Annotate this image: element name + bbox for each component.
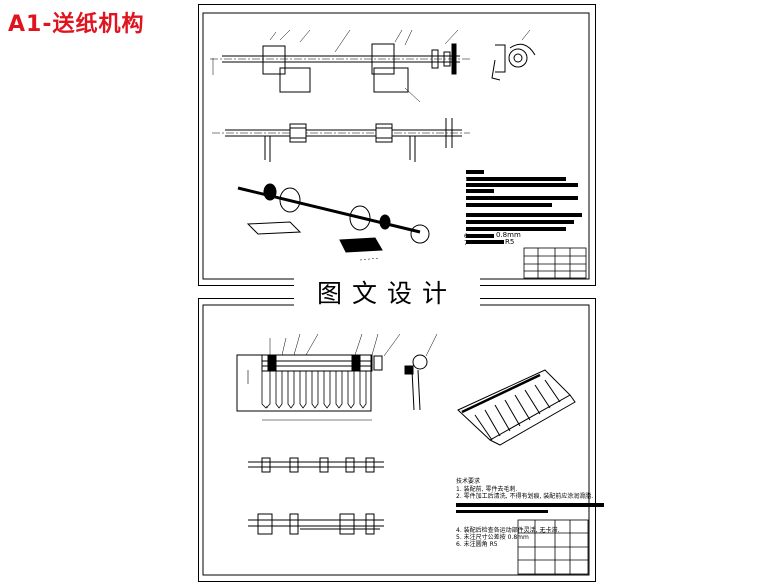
- bottom-notes-redaction: [456, 503, 604, 513]
- top-note-value-b: R5: [505, 238, 515, 246]
- bottom-note-6-value: R5: [489, 541, 498, 548]
- comb-plate-front-view: [236, 333, 438, 421]
- bottom-note-2: 2. 零件加工后清洗, 不得有划痕, 装配前应涂润滑脂.: [456, 493, 593, 500]
- top-note-number-7: 7: [464, 240, 468, 247]
- comb-isometric-view: [457, 369, 576, 446]
- shaft-top-view: [212, 118, 470, 162]
- bottom-note-5-text: 未注尺寸公差按: [463, 534, 506, 541]
- top-note-number-6: 6: [464, 233, 468, 240]
- bottom-note-6-text: 未注圆角: [463, 541, 488, 548]
- bottom-note-5: 5. 未注尺寸公差按 0.8mm: [456, 534, 529, 541]
- bottom-shaft-views: [248, 457, 384, 535]
- bottom-note-4-num: 4.: [456, 527, 462, 534]
- top-drawing-sheet: [198, 4, 596, 286]
- top-inner-frame: [202, 12, 590, 280]
- side-bracket-view: [404, 354, 428, 411]
- bottom-drawing-sheet: [198, 298, 596, 582]
- bottom-note-6-num: 6.: [456, 541, 462, 548]
- bottom-note-1: 1. 装配前, 零件去毛刺.: [456, 486, 517, 493]
- shaft-front-view: [210, 29, 470, 103]
- comb-teeth: [261, 371, 367, 409]
- bottom-note-1-text: 装配前, 零件去毛刺.: [463, 486, 518, 493]
- bottom-note-2-text: 零件加工后清洗, 不得有划痕, 装配前应涂润滑脂.: [463, 493, 594, 500]
- bottom-note-5-num: 5.: [456, 534, 462, 541]
- top-note-number-1: 1: [464, 177, 468, 184]
- bottom-note-5-value: 0.8mm: [507, 534, 529, 541]
- page-title: A1-送纸机构: [8, 12, 145, 37]
- top-notes-block: [466, 170, 582, 244]
- bottom-notes-title: 技术要求: [456, 478, 481, 485]
- top-title-block: [523, 247, 587, 279]
- bottom-title-block: [517, 519, 589, 575]
- bottom-note-4: 4. 装配后检查各运动部件灵活, 无卡滞.: [456, 527, 559, 534]
- isometric-view: [237, 183, 430, 261]
- bottom-note-4-text: 装配后检查各运动部件灵活, 无卡滞.: [463, 527, 560, 534]
- watermark-text: 图文设计: [294, 275, 480, 309]
- side-view-mechanism: [491, 29, 536, 81]
- bottom-note-6: 6. 未注圆角 R5: [456, 541, 498, 548]
- top-note-value-a: 0.8mm: [496, 231, 521, 239]
- bottom-note-2-num: 2.: [456, 493, 462, 500]
- bottom-note-1-num: 1.: [456, 486, 462, 493]
